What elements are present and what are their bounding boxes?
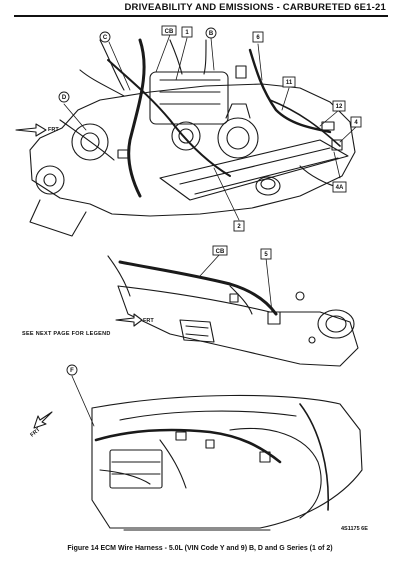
part-number: 4S1175 6E	[341, 526, 368, 532]
callout-1: 1	[185, 30, 189, 36]
header-rule	[14, 15, 388, 17]
page-header: DRIVEABILITY AND EMISSIONS - CARBURETED …	[124, 2, 386, 13]
dash-panel-view	[91, 394, 363, 531]
callout-5: 5	[264, 252, 268, 258]
callout-b-circle	[205, 27, 217, 39]
callout-d-circle	[58, 91, 70, 103]
callout-b: B	[209, 31, 214, 37]
callout-12: 12	[336, 104, 343, 110]
frt-arrow-bottom	[33, 411, 53, 429]
callout-f-circle	[66, 364, 78, 376]
callout-6-box	[252, 31, 264, 43]
page-number: 6E1-21	[354, 2, 386, 13]
callout-c: C	[103, 35, 108, 41]
callout-5-box	[260, 248, 272, 260]
callout-12-box	[332, 100, 346, 112]
mid-leader-lines	[199, 253, 273, 313]
callout-6: 6	[256, 35, 260, 41]
callout-4a: 4A	[336, 185, 344, 191]
callout-cb-mid-box	[212, 245, 228, 256]
engine-mid-view	[107, 255, 359, 367]
callout-cb-box	[161, 25, 177, 36]
callout-4: 4	[354, 120, 358, 126]
callout-1-box	[181, 26, 193, 38]
callout-2: 2	[237, 224, 241, 230]
callout-c-circle	[99, 31, 111, 43]
bottom-leader-lines	[71, 375, 95, 427]
callout-f: F	[70, 368, 74, 374]
frt-arrow-top	[15, 123, 47, 137]
callout-4a-box	[332, 181, 347, 193]
callout-cb: CB	[165, 29, 174, 35]
frt-label-mid: FRT	[143, 318, 154, 324]
frt-label-top: FRT	[48, 127, 59, 133]
callout-11: 11	[286, 80, 293, 86]
figure-caption: Figure 14 ECM Wire Harness - 5.0L (VIN C…	[67, 545, 333, 552]
engine-top-view	[29, 38, 356, 237]
top-leader-lines	[63, 31, 358, 221]
callout-2-box	[233, 220, 245, 232]
callout-cb-mid: CB	[216, 249, 225, 255]
section-title: DRIVEABILITY AND EMISSIONS - CARBURETED	[124, 2, 352, 13]
callout-11-box	[282, 76, 296, 88]
legend-note: SEE NEXT PAGE FOR LEGEND	[22, 331, 111, 337]
callout-d: D	[62, 95, 67, 101]
frt-arrow-mid	[115, 313, 143, 327]
frt-label-bottom: FRT	[29, 427, 42, 439]
callout-4-box	[350, 116, 362, 128]
